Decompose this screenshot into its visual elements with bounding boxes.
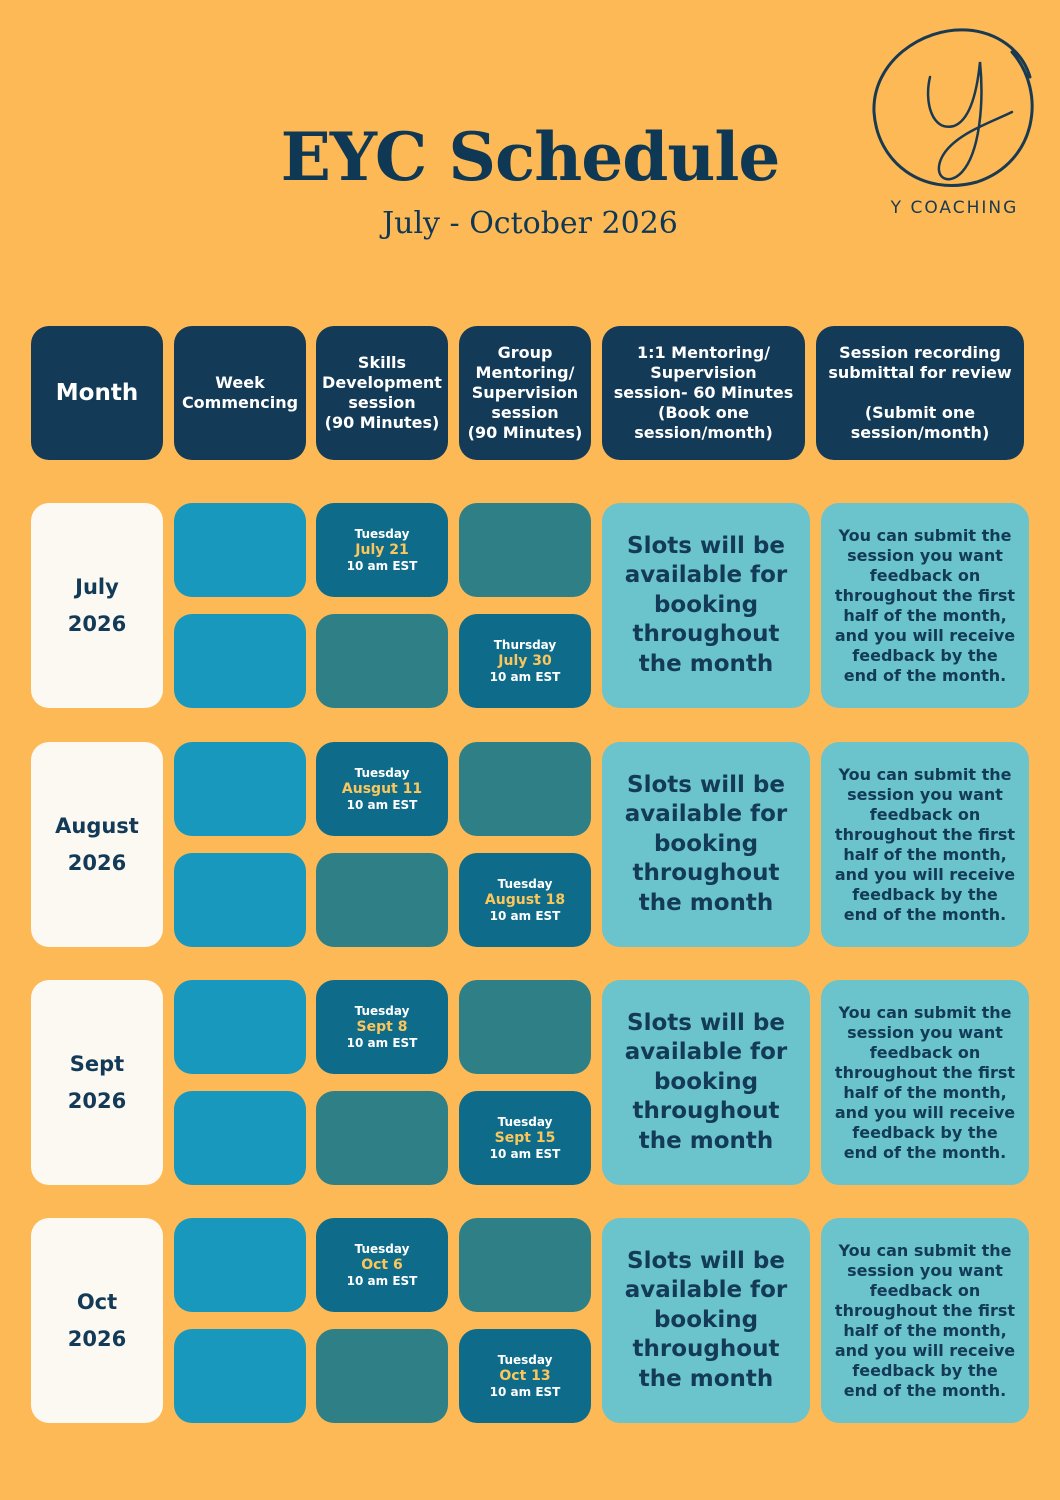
month-name: August <box>55 813 139 838</box>
month-cell: August 2026 <box>31 742 163 947</box>
session-day: Tuesday <box>354 1004 410 1018</box>
session-date: Oct 6 <box>361 1257 403 1273</box>
header-month: Month <box>31 326 163 460</box>
week-cell <box>174 1329 306 1423</box>
booking-slots-note: Slots will be available for booking thro… <box>602 1218 810 1423</box>
session-date: July 30 <box>498 653 552 669</box>
session-date: Sept 15 <box>494 1130 556 1146</box>
header-session-recording: Session recording submittal for review (… <box>816 326 1024 460</box>
logo-text: Y COACHING <box>890 198 1019 218</box>
month-cell: Sept 2026 <box>31 980 163 1185</box>
empty-session-cell <box>459 980 591 1074</box>
booking-slots-note: Slots will be available for booking thro… <box>602 503 810 708</box>
session-time: 10 am EST <box>346 798 418 812</box>
month-year: 2026 <box>67 850 127 875</box>
session-time: 10 am EST <box>489 670 561 684</box>
header-skills-development: Skills Development session (90 Minutes) <box>316 326 448 460</box>
session-day: Thursday <box>493 638 557 652</box>
month-cell: July 2026 <box>31 503 163 708</box>
session-day: Tuesday <box>354 527 410 541</box>
group-session-cell: Tuesday Oct 13 10 am EST <box>459 1329 591 1423</box>
logo-circle-icon <box>872 28 1034 187</box>
session-time: 10 am EST <box>346 1274 418 1288</box>
week-cell <box>174 1091 306 1185</box>
week-cell <box>174 503 306 597</box>
empty-session-cell <box>316 853 448 947</box>
month-name: Oct <box>76 1289 118 1314</box>
group-session-cell: Thursday July 30 10 am EST <box>459 614 591 708</box>
week-cell <box>174 614 306 708</box>
header-week-commencing: Week Commencing <box>174 326 306 460</box>
empty-session-cell <box>459 742 591 836</box>
session-time: 10 am EST <box>489 1147 561 1161</box>
month-year: 2026 <box>67 1326 127 1351</box>
session-date: Sept 8 <box>356 1019 408 1035</box>
week-cell <box>174 980 306 1074</box>
session-time: 10 am EST <box>346 1036 418 1050</box>
session-time: 10 am EST <box>489 1385 561 1399</box>
month-cell: Oct 2026 <box>31 1218 163 1423</box>
group-session-cell: Tuesday August 18 10 am EST <box>459 853 591 947</box>
session-day: Tuesday <box>497 1115 553 1129</box>
empty-session-cell <box>316 614 448 708</box>
month-name: July <box>75 574 119 599</box>
session-date: August 18 <box>484 892 566 908</box>
session-day: Tuesday <box>497 1353 553 1367</box>
skills-session-cell: Tuesday Oct 6 10 am EST <box>316 1218 448 1312</box>
feedback-note: You can submit the session you want feed… <box>821 980 1029 1185</box>
header-group-mentoring: Group Mentoring/ Supervision session (90… <box>459 326 591 460</box>
booking-slots-note: Slots will be available for booking thro… <box>602 742 810 947</box>
group-session-cell: Tuesday Sept 15 10 am EST <box>459 1091 591 1185</box>
session-day: Tuesday <box>497 877 553 891</box>
session-date: Oct 13 <box>499 1368 551 1384</box>
skills-session-cell: Tuesday July 21 10 am EST <box>316 503 448 597</box>
feedback-note: You can submit the session you want feed… <box>821 742 1029 947</box>
week-cell <box>174 742 306 836</box>
session-time: 10 am EST <box>489 909 561 923</box>
booking-slots-note: Slots will be available for booking thro… <box>602 980 810 1185</box>
empty-session-cell <box>316 1329 448 1423</box>
session-day: Tuesday <box>354 766 410 780</box>
y-coaching-logo: Y COACHING <box>862 22 1047 222</box>
feedback-note: You can submit the session you want feed… <box>821 1218 1029 1423</box>
session-date: Ausgut 11 <box>341 781 423 797</box>
empty-session-cell <box>459 503 591 597</box>
empty-session-cell <box>316 1091 448 1185</box>
session-date: July 21 <box>355 542 409 558</box>
week-cell <box>174 853 306 947</box>
month-year: 2026 <box>67 611 127 636</box>
header-one-to-one-mentoring: 1:1 Mentoring/ Supervision session- 60 M… <box>602 326 805 460</box>
session-time: 10 am EST <box>346 559 418 573</box>
month-name: Sept <box>69 1051 125 1076</box>
session-day: Tuesday <box>354 1242 410 1256</box>
page-subtitle: July - October 2026 <box>382 206 678 241</box>
feedback-note: You can submit the session you want feed… <box>821 503 1029 708</box>
month-year: 2026 <box>67 1088 127 1113</box>
skills-session-cell: Tuesday Ausgut 11 10 am EST <box>316 742 448 836</box>
page-title: EYC Schedule <box>280 118 781 196</box>
skills-session-cell: Tuesday Sept 8 10 am EST <box>316 980 448 1074</box>
empty-session-cell <box>459 1218 591 1312</box>
week-cell <box>174 1218 306 1312</box>
